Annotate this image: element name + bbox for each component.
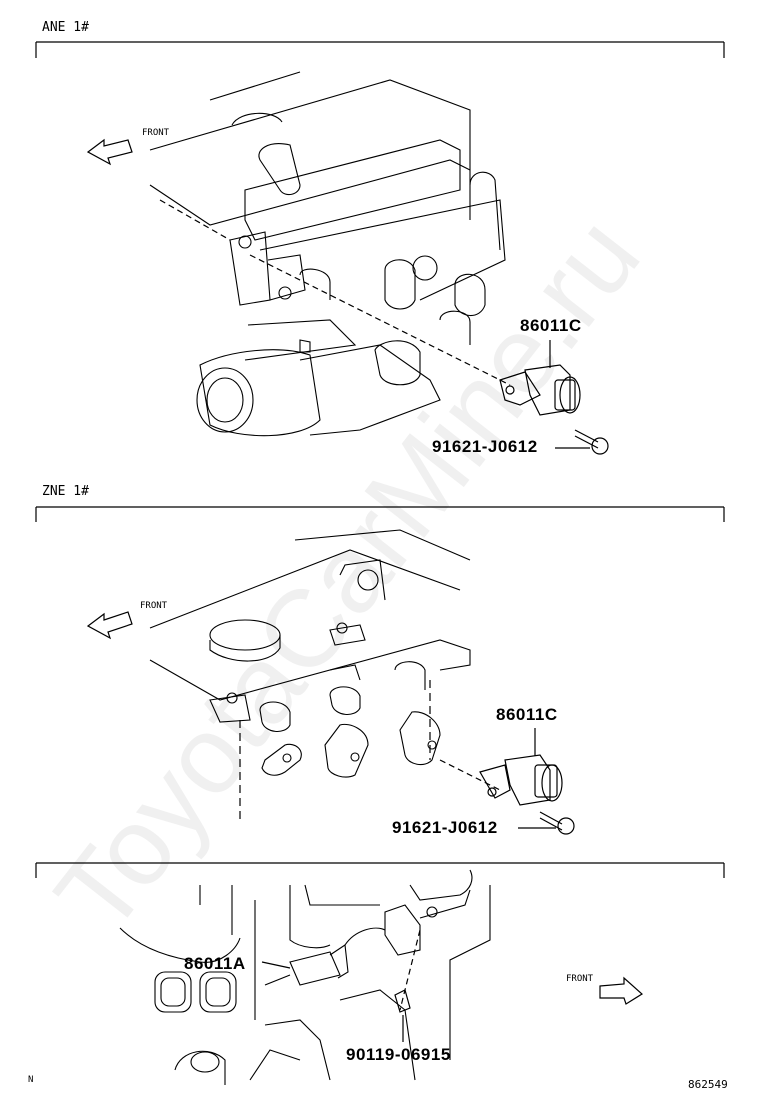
part-label-91621-2: 91621-J0612 [392, 818, 498, 837]
section-1-frame [35, 41, 725, 58]
bolt-91621-zne [539, 811, 575, 835]
diagram-id: 862549 [688, 1078, 728, 1091]
harness-area [119, 869, 491, 1085]
sensor-86011c-ane [499, 364, 581, 416]
bolt-91621-ane [574, 429, 609, 455]
part-label-86011c-2: 86011C [496, 705, 558, 724]
bolt-90119 [394, 989, 411, 1013]
front-label-3: FRONT [566, 974, 594, 984]
part-label-86011a: 86011A [184, 954, 246, 973]
front-arrow-icon [86, 138, 133, 166]
leader-86011a [261, 961, 291, 969]
engine-block-zne [149, 529, 471, 778]
part-label-91621-1: 91621-J0612 [432, 437, 538, 456]
corner-mark: N [28, 1075, 34, 1085]
part-label-90119: 90119-06915 [346, 1045, 451, 1064]
front-arrow-icon [86, 611, 133, 640]
front-label-2: FRONT [140, 601, 168, 611]
front-arrow-icon [599, 976, 643, 1005]
section-1-title: ANE 1# [42, 20, 89, 35]
front-label-1: FRONT [142, 128, 170, 138]
part-label-86011c-1: 86011C [520, 316, 582, 335]
engine-block-ane [149, 71, 506, 437]
section-2-frame [35, 506, 725, 522]
section-3-frame [35, 862, 725, 878]
section-2-title: ZNE 1# [42, 484, 89, 499]
dash-line-1 [249, 254, 511, 386]
sensor-86011c-zne [479, 754, 563, 806]
